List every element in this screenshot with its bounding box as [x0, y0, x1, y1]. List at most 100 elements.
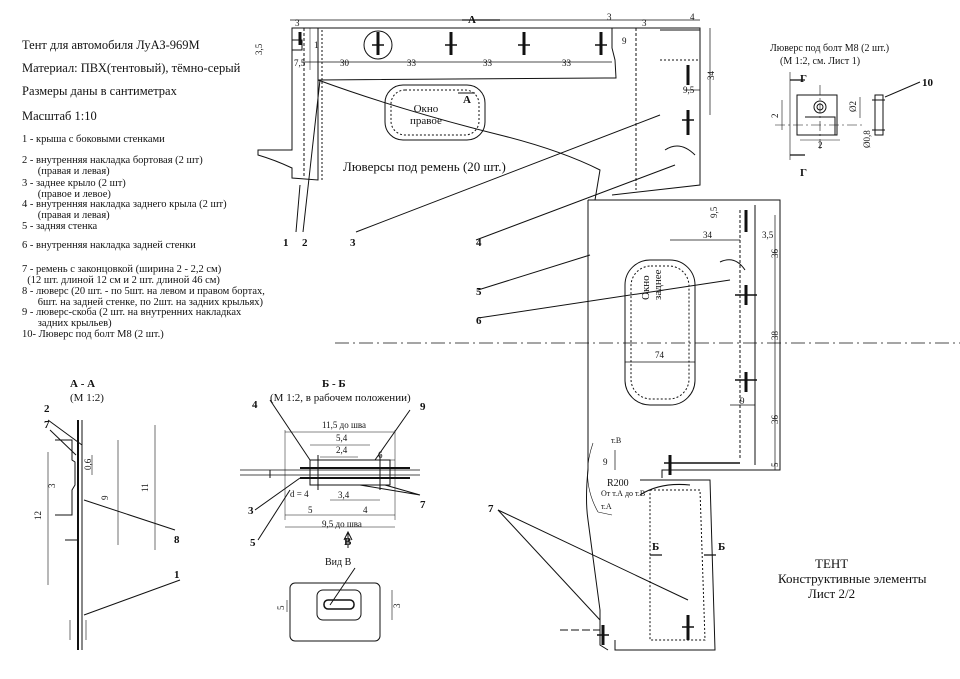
- dim-bb-5-4: 5,4: [336, 433, 348, 443]
- rear-wall-outline: [586, 199, 781, 651]
- section-letter-b-right: Б: [718, 541, 725, 553]
- callout-10: 10: [922, 77, 934, 89]
- dim-top-30: 30: [340, 58, 350, 68]
- dim-right-9: 9: [622, 36, 627, 46]
- legend-item-2: 2 - внутренняя накладка бортовая (2 шт) …: [22, 155, 203, 178]
- legend-item-10: 10- Люверс под болт М8 (2 шт.): [22, 329, 164, 340]
- point-b-label: т.В: [611, 436, 622, 445]
- dim-top-33b: 33: [483, 58, 493, 68]
- window-right-outline: [384, 84, 486, 141]
- dim-rear-36a: 36: [770, 249, 780, 259]
- scale-note: Масштаб 1:10: [22, 109, 97, 123]
- dim-bb-2-4: 2,4: [336, 445, 348, 455]
- dim-right-34: 34: [706, 71, 716, 81]
- dim-bolt-d2: Ø2: [848, 101, 858, 112]
- rear-wing-panel: [611, 27, 701, 196]
- callout-4: 4: [476, 237, 482, 249]
- callout-aa-8: 8: [174, 534, 180, 546]
- dim-rear-74: 74: [655, 350, 665, 360]
- bolt-grommet-detail: [775, 72, 921, 160]
- legend-item-7: 7 - ремень с законцовкой (ширина 2 - 2,2…: [22, 264, 222, 287]
- section-aa-scale: (М 1:2): [70, 392, 104, 404]
- callout-7: 7: [488, 503, 494, 515]
- dim-bb-5: 5: [308, 505, 313, 515]
- radius-sub-label: От т.А до т.В: [601, 489, 646, 498]
- view-b-title: Вид В: [325, 557, 352, 568]
- window-right-label: Окно правое: [410, 103, 442, 128]
- dim-aa-3: 3: [47, 483, 57, 488]
- dim-bolt-d08: Ø0,8: [862, 130, 872, 148]
- section-bb-view: [240, 399, 421, 548]
- dim-bb-3-4: 3,4: [338, 490, 350, 500]
- radius-label: R200: [607, 478, 629, 489]
- section-bb-title: Б - Б: [322, 378, 346, 390]
- dim-top-3b: 3: [642, 18, 647, 28]
- dim-top-4: 4: [690, 12, 695, 22]
- wing-grommets: [601, 65, 748, 645]
- legend-item-3: 3 - заднее крыло (2 шт) (правое и левое): [22, 178, 126, 201]
- dim-top-33c: 33: [562, 58, 572, 68]
- drawing-title: Тент для автомобиля ЛуАЗ-969М: [22, 38, 200, 52]
- dim-bb-6: 6: [378, 450, 383, 460]
- bolt-grommet-scale: (М 1:2, см. Лист 1): [780, 56, 861, 67]
- legend-item-1: 1 - крыша с боковыми стенками: [22, 134, 165, 145]
- dim-top-33a: 33: [407, 58, 417, 68]
- dim-bb-d4: d = 4: [290, 489, 309, 499]
- dim-top-7-5: 7,5: [294, 58, 306, 68]
- dim-top-3: 3: [295, 18, 300, 28]
- legend-item-8: 8 - люверс (20 шт. - по 5шт. на левом и …: [22, 286, 265, 309]
- dim-top-3c: 3: [607, 12, 612, 22]
- lower-wing-panel: [614, 479, 716, 651]
- callout-bb-9: 9: [420, 401, 426, 413]
- dim-top-1: 1: [314, 40, 319, 50]
- units-note: Размеры даны в сантиметрах: [22, 84, 177, 98]
- legend-item-9: 9 - люверс-скоба (2 шт. на внутренних на…: [22, 307, 242, 330]
- callout-bb-3: 3: [248, 505, 254, 517]
- dim-aa-12: 12: [33, 511, 43, 520]
- section-aa-view: [47, 419, 181, 650]
- section-letter-a-mid: А: [463, 94, 471, 106]
- bolt-grommet-title: Люверс под болт М8 (2 шт.): [770, 43, 890, 54]
- dim-aa-11: 11: [140, 483, 150, 492]
- dim-bolt-2b: 2: [818, 140, 823, 150]
- legend-item-6: 6 - внутренняя накладка задней стенки: [22, 240, 196, 251]
- dim-rear-3-5: 3,5: [762, 230, 774, 240]
- dim-rear-36b: 36: [770, 415, 780, 425]
- dim-bolt-2: 2: [770, 114, 780, 119]
- dim-right-9-5: 9,5: [683, 85, 695, 95]
- callout-6: 6: [476, 315, 482, 327]
- roof-grommets: [298, 32, 603, 55]
- callout-aa-2: 2: [44, 403, 50, 415]
- dim-vb-5: 5: [276, 605, 286, 610]
- legend-item-5: 5 - задняя стенка: [22, 221, 98, 232]
- view-letter-b: В: [344, 536, 352, 548]
- section-letter-b-left: Б: [652, 541, 659, 553]
- dim-bb-9-5: 9,5 до шва: [322, 519, 362, 529]
- section-letter-a-top: А: [468, 14, 476, 26]
- section-bb-scale: (М 1:2, в рабочем положении): [270, 392, 411, 404]
- dim-rear-9b: 9: [603, 457, 608, 467]
- section-letter-g-top: Г: [800, 73, 807, 85]
- callout-aa-7: 7: [44, 419, 50, 431]
- dim-left-3-5: 3,5: [254, 43, 264, 55]
- callout-bb-5: 5: [250, 537, 256, 549]
- section-aa-title: А - А: [70, 378, 96, 390]
- callout-bb-7: 7: [420, 499, 426, 511]
- dim-rear-9-5: 9,5: [709, 206, 719, 218]
- window-rear-label: Окно заднее: [640, 269, 665, 300]
- window-rear-outline: [624, 259, 696, 406]
- view-b-detail: [286, 567, 393, 642]
- callout-5: 5: [476, 286, 482, 298]
- sheet-subtitle: Конструктивные элементы: [778, 571, 927, 586]
- callout-3: 3: [350, 237, 356, 249]
- dim-bb-11-5: 11,5 до шва: [322, 420, 366, 430]
- dim-aa-9: 9: [100, 495, 110, 500]
- sheet-title: ТЕНТ: [815, 556, 849, 571]
- dim-rear-34: 34: [703, 230, 713, 240]
- dim-bb-4: 4: [363, 505, 368, 515]
- material-note: Материал: ПВХ(тентовый), тёмно-серый: [22, 61, 241, 75]
- dim-rear-38: 38: [770, 331, 780, 341]
- point-a-label: т.А: [601, 502, 612, 511]
